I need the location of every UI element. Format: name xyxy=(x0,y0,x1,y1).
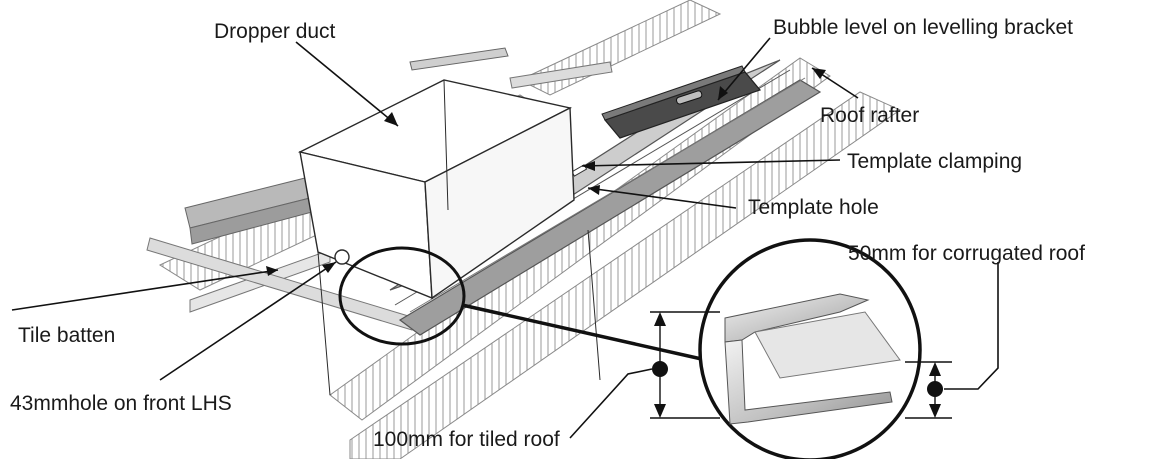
z-profile-lower xyxy=(724,339,893,425)
dimension-dot-50mm xyxy=(927,381,943,397)
labels: Dropper duct Bubble level on levelling b… xyxy=(10,16,1085,451)
label-tile-batten: Tile batten xyxy=(18,324,115,347)
z-profile-fin xyxy=(754,311,901,379)
dimension-dot-100mm xyxy=(652,361,668,377)
label-dropper-duct: Dropper duct xyxy=(214,20,336,43)
label-bubble-level: Bubble level on levelling bracket xyxy=(773,16,1073,39)
level-top xyxy=(601,65,746,121)
magnified-inset xyxy=(338,238,952,459)
top-batten-rail xyxy=(509,61,613,89)
top-rod xyxy=(409,47,509,71)
label-corrugated-roof: 50mm for corrugated roof xyxy=(848,242,1085,265)
leader-arrowheads xyxy=(266,68,826,276)
dropper-duct xyxy=(297,79,601,396)
roof-rafter-band-lower xyxy=(349,91,902,459)
label-template-clamping: Template clamping xyxy=(847,150,1022,173)
label-43mm-hole: 43mmhole on front LHS xyxy=(10,392,232,415)
tile-batten-rail xyxy=(146,237,416,331)
inset-connector xyxy=(461,303,707,362)
hole-43mm-marker xyxy=(334,249,350,265)
duct-right-face xyxy=(424,106,575,300)
detail-circle-small xyxy=(338,246,466,346)
leader-lines xyxy=(11,37,999,439)
label-roof-rafter: Roof rafter xyxy=(820,104,919,127)
level-bubble-window xyxy=(675,90,703,105)
label-tiled-roof: 100mm for tiled roof xyxy=(373,428,560,451)
label-template-hole: Template hole xyxy=(748,196,879,219)
